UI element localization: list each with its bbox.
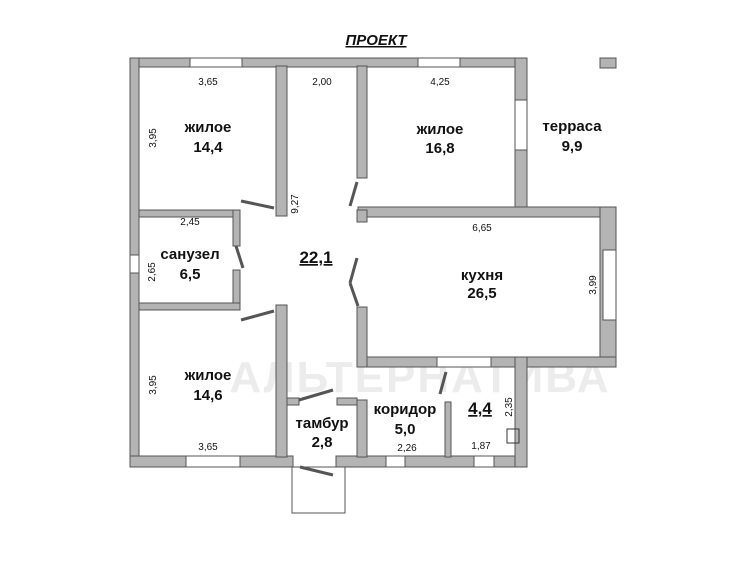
room-label: терраса <box>542 118 602 135</box>
room-area: 14,4 <box>193 139 223 156</box>
room-area: 9,9 <box>562 138 583 155</box>
room-label: жилое <box>184 119 232 136</box>
dimension: 3,65 <box>198 77 218 88</box>
dimension: 6,65 <box>472 223 492 234</box>
room-label: жилое <box>184 367 232 384</box>
dimension: 2,35 <box>504 397 515 417</box>
room-area: 14,6 <box>193 387 222 404</box>
boiler-icon <box>506 428 520 444</box>
small-room-area: 4,4 <box>468 399 492 418</box>
dimension: 3,95 <box>148 128 159 148</box>
dimension: 1,87 <box>471 441 491 452</box>
doors[interactable] <box>234 181 448 477</box>
room-label: тамбур <box>296 415 349 432</box>
porch <box>291 466 346 514</box>
dimension: 2,65 <box>147 262 158 282</box>
hall-area: 22,1 <box>299 248 332 267</box>
dimension: 3,95 <box>148 375 159 395</box>
dimension: 4,25 <box>430 77 450 88</box>
dimension: 2,45 <box>180 217 200 228</box>
room-label: коридор <box>374 401 437 418</box>
room-area: 6,5 <box>180 266 201 283</box>
windows <box>129 57 617 468</box>
room-label: санузел <box>160 246 219 263</box>
dimension: 3,99 <box>588 275 599 295</box>
room-label: кухня <box>461 267 503 284</box>
dimension: 2,00 <box>312 77 332 88</box>
dimension: 9,27 <box>290 194 301 214</box>
room-area: 2,8 <box>312 434 333 451</box>
room-area: 16,8 <box>425 140 454 157</box>
room-area: 5,0 <box>395 421 416 438</box>
dimension: 2,26 <box>397 443 417 454</box>
plan-title: ПРОЕКТ <box>345 32 408 49</box>
dimension: 3,65 <box>198 442 218 453</box>
room-label: жилое <box>416 121 464 138</box>
room-area: 26,5 <box>467 285 496 302</box>
